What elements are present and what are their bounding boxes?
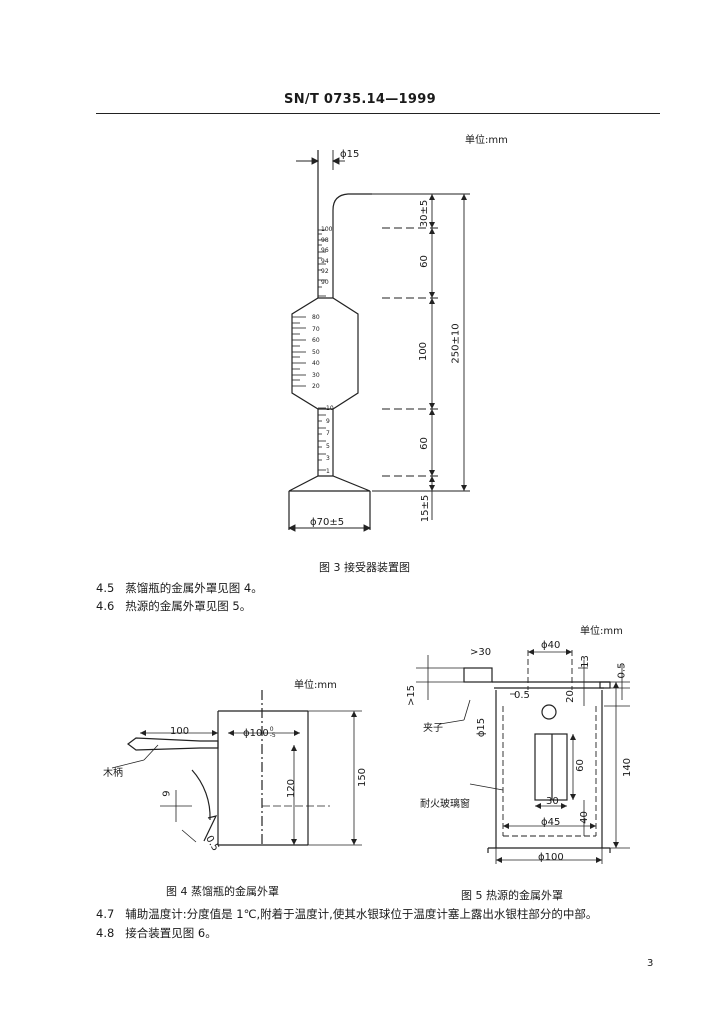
standard-number: SN/T 0735.14—1999 <box>284 92 436 107</box>
figure5-gt15: >15 <box>406 684 418 707</box>
figure5-window-label: 耐火玻璃窗 <box>420 799 470 810</box>
figure4-handle-length: 100 <box>170 726 190 737</box>
figure4-caption: 图 4 蒸馏瓶的金属外罩 <box>166 885 279 898</box>
figure5-clip-label: 夹子 <box>423 723 443 734</box>
figure5-caption: 图 5 热源的金属外罩 <box>461 889 563 902</box>
figure3-base-diameter: ϕ70±5 <box>310 517 345 528</box>
para-4-7: 4.7 辅助温度计:分度值是 1℃,附着于温度计,使其水银球位于温度计塞上露出水… <box>96 907 598 921</box>
figure5-h40: 40 <box>578 811 590 824</box>
page-number: 3 <box>647 958 654 969</box>
figure4-wood-handle-label: 木柄 <box>103 768 123 779</box>
figure5-gt30: >30 <box>470 647 492 658</box>
figure5-w30: 30 <box>546 796 559 807</box>
figure5-t05a: 0.5 <box>616 662 628 679</box>
figure5-dia100: ϕ100 <box>538 852 564 863</box>
figure5-h20: 20 <box>564 690 576 703</box>
figure5-h60: 60 <box>574 759 586 772</box>
para-4-6: 4.6 热源的金属外罩见图 5。 <box>96 599 252 613</box>
figure5-dia15: ϕ15 <box>476 717 488 738</box>
figure3-caption: 图 3 接受器装置图 <box>319 561 410 574</box>
figure5-dia40: ϕ40 <box>541 640 561 651</box>
figure3-top-diameter: ϕ15 <box>340 149 360 160</box>
figure5-unit: 单位:mm <box>580 626 623 637</box>
figure5-dia45: ϕ45 <box>541 817 561 828</box>
figure4-unit: 单位:mm <box>294 680 337 691</box>
figure3-unit: 单位:mm <box>465 135 508 146</box>
header-rule <box>96 113 660 114</box>
figure5-h13: 13 <box>579 655 591 668</box>
figure5-t05b: 0.5 <box>514 690 530 701</box>
para-4-8: 4.8 接合装置见图 6。 <box>96 926 217 940</box>
para-4-5: 4.5 蒸馏瓶的金属外罩见图 4。 <box>96 581 263 595</box>
figure5-h140: 140 <box>622 757 634 778</box>
